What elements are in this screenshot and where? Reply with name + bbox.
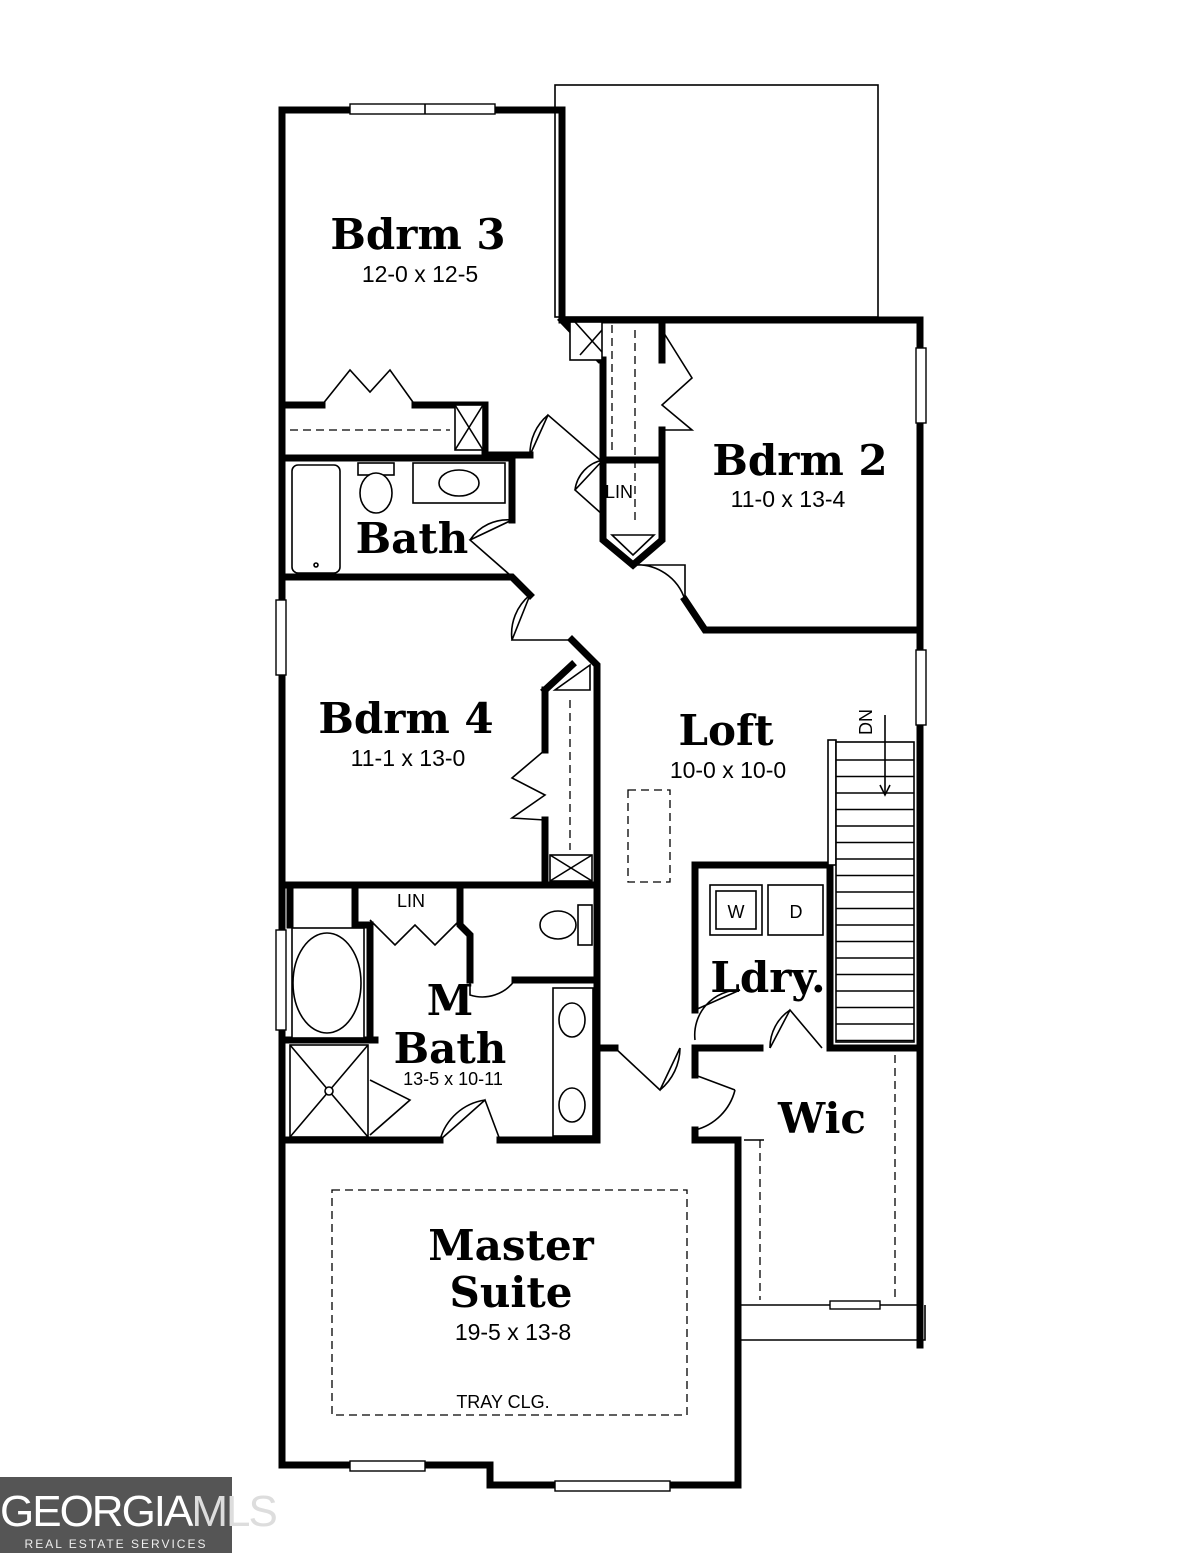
room-labels: Bdrm 3 12-0 x 12-5 Bdrm 2 11-0 x 13-4 Ba… bbox=[318, 210, 887, 1412]
logo-subtitle: REAL ESTATE SERVICES bbox=[24, 1537, 208, 1551]
toilet bbox=[359, 472, 393, 514]
open-area-outline bbox=[554, 84, 879, 318]
mbath-toilet-tank bbox=[577, 904, 593, 946]
bdrm2-name: Bdrm 2 bbox=[712, 436, 887, 485]
bdrm4-dims: 11-1 x 13-0 bbox=[351, 745, 466, 771]
bathtub bbox=[291, 464, 341, 574]
dryer-label: D bbox=[790, 902, 803, 922]
soaking-tub bbox=[292, 932, 362, 1034]
fixtures bbox=[289, 321, 896, 1416]
master-name-line2: Suite bbox=[450, 1268, 573, 1317]
loft-name: Loft bbox=[678, 706, 774, 755]
ldry-name: Ldry. bbox=[710, 953, 825, 1002]
bdrm4-name: Bdrm 4 bbox=[318, 694, 493, 743]
bdrm3-name: Bdrm 3 bbox=[330, 210, 505, 259]
dryer bbox=[767, 884, 824, 936]
mbath-toilet bbox=[539, 910, 577, 940]
master-name-line1: Master bbox=[428, 1221, 594, 1270]
interior-walls bbox=[278, 315, 924, 1349]
bdrm3-dims: 12-0 x 12-5 bbox=[362, 261, 478, 287]
logo-text-accent: MLS bbox=[191, 1487, 277, 1536]
tray-ceiling-note: TRAY CLG. bbox=[456, 1392, 549, 1412]
mbath-name-line2: Bath bbox=[394, 1024, 507, 1073]
bdrm2-dims: 11-0 x 13-4 bbox=[731, 486, 846, 512]
logo-text: GEORGIAMLS bbox=[0, 1487, 278, 1537]
doors bbox=[290, 329, 823, 1141]
loft-island bbox=[627, 789, 671, 883]
master-dims: 19-5 x 13-8 bbox=[455, 1319, 571, 1345]
georgia-mls-logo: GEORGIAMLS REAL ESTATE SERVICES bbox=[0, 1477, 278, 1553]
washer-label: W bbox=[728, 902, 745, 922]
staircase[interactable]: DN bbox=[827, 709, 915, 1043]
sink bbox=[438, 469, 480, 497]
wic-name: Wic bbox=[777, 1094, 866, 1143]
lin-upper-label: LIN bbox=[605, 482, 633, 502]
lin-lower-label: LIN bbox=[397, 891, 425, 911]
tray-ceiling-outline bbox=[331, 1189, 688, 1416]
stairs-label: DN bbox=[856, 709, 876, 735]
loft-dims: 10-0 x 10-0 bbox=[670, 757, 786, 783]
bath-name: Bath bbox=[356, 514, 469, 563]
logo-text-main: GEORGIA bbox=[0, 1487, 193, 1536]
mbath-dims: 13-5 x 10-11 bbox=[403, 1069, 503, 1089]
windows bbox=[275, 103, 927, 1492]
mbath-name-line1: M bbox=[427, 976, 474, 1025]
